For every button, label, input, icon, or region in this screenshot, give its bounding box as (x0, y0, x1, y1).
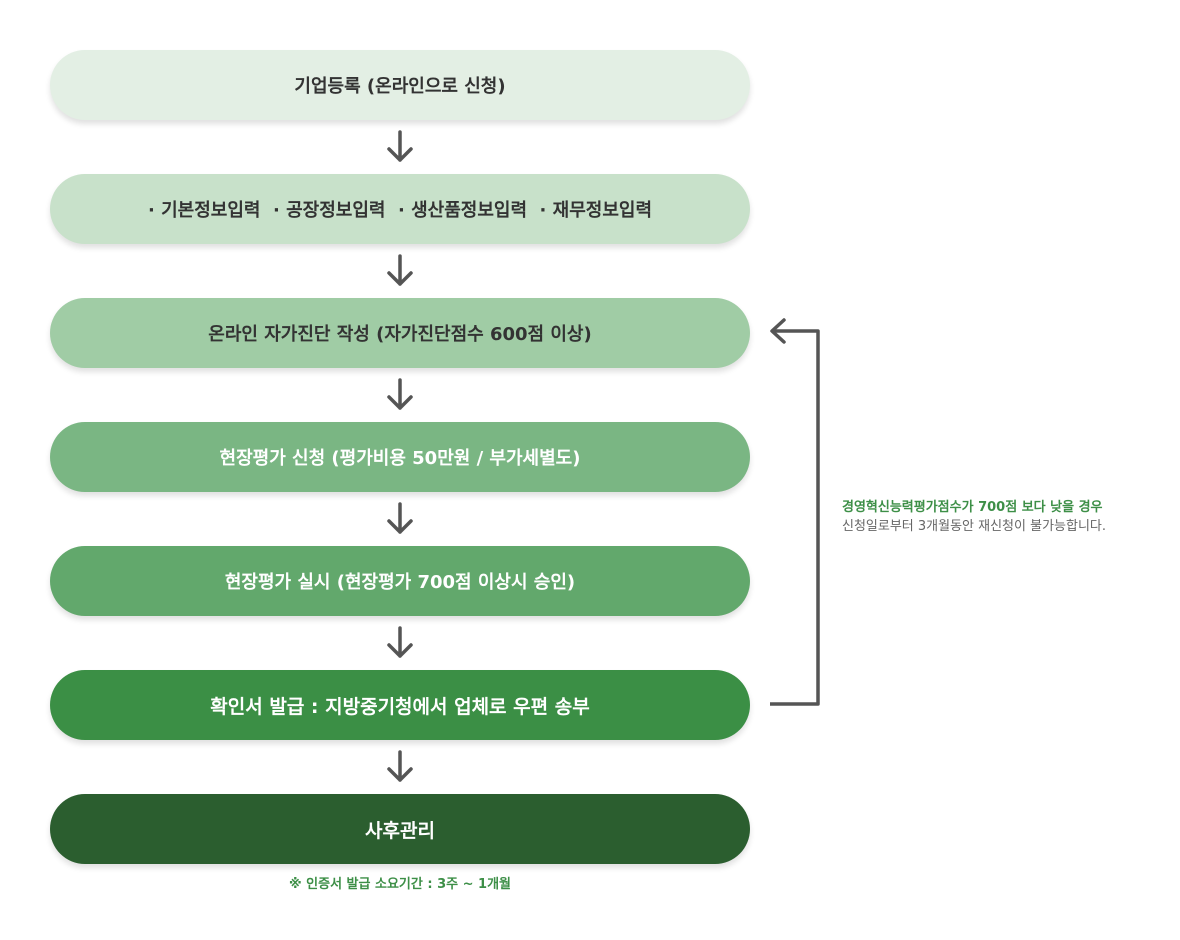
arrow-down-icon (387, 254, 413, 286)
reapplication-note: 경영혁신능력평가점수가 700점 보다 낮을 경우 신청일로부터 3개월동안 재… (842, 498, 1106, 536)
arrow-down-icon (387, 502, 413, 534)
arrow-down-icon (387, 130, 413, 162)
step-label: 확인서 발급 : 지방중기청에서 업체로 우편 송부 (210, 695, 590, 718)
step-label: 온라인 자가진단 작성 (자가진단점수 600점 이상) (208, 324, 592, 345)
step-self-diagnosis: 온라인 자가진단 작성 (자가진단점수 600점 이상) (50, 298, 750, 368)
arrow-down-icon (387, 378, 413, 410)
step-label: 사후관리 (365, 819, 435, 842)
step-certificate-issuance: 확인서 발급 : 지방중기청에서 업체로 우편 송부 (50, 670, 750, 740)
step-onsite-evaluation: 현장평가 실시 (현장평가 700점 이상시 승인) (50, 546, 750, 616)
step-follow-up-management: 사후관리 (50, 794, 750, 864)
feedback-loop-arrow-icon (770, 318, 820, 706)
reapplication-note-condition: 경영혁신능력평가점수가 700점 보다 낮을 경우 (842, 500, 1103, 515)
step-onsite-application: 현장평가 신청 (평가비용 50만원 / 부가세별도) (50, 422, 750, 492)
step-label: · 기본정보입력 · 공장정보입력 · 생산품정보입력 · 재무정보입력 (147, 200, 652, 221)
reapplication-note-restriction: 신청일로부터 3개월동안 재신청이 불가능합니다. (842, 519, 1107, 534)
step-info-input: · 기본정보입력 · 공장정보입력 · 생산품정보입력 · 재무정보입력 (50, 174, 750, 244)
arrow-down-icon (387, 626, 413, 658)
step-label: 현장평가 실시 (현장평가 700점 이상시 승인) (224, 572, 576, 593)
issuance-period-note: ※ 인증서 발급 소요기간 : 3주 ~ 1개월 (288, 877, 512, 892)
step-label: 기업등록 (온라인으로 신청) (294, 76, 506, 97)
step-company-registration: 기업등록 (온라인으로 신청) (50, 50, 750, 120)
arrow-down-icon (387, 750, 413, 782)
step-label: 현장평가 신청 (평가비용 50만원 / 부가세별도) (219, 448, 581, 469)
